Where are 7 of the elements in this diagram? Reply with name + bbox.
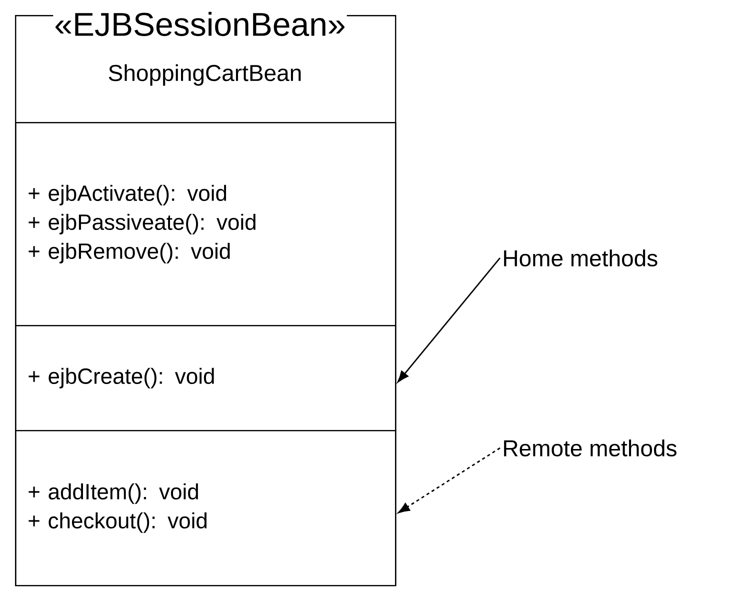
callout-label: Remote methods (504, 440, 676, 456)
leader-line (397, 258, 501, 382)
callout-label: Home methods (504, 250, 658, 266)
leader-line (398, 447, 500, 514)
compartment: + ejbActivate(): void + ejbPassiveate(): void + ejbRemove(): void (15, 122, 396, 326)
compartment: + ejbCreate(): void (15, 324, 396, 432)
compartment: + addItem(): void + checkout(): void (15, 430, 396, 586)
